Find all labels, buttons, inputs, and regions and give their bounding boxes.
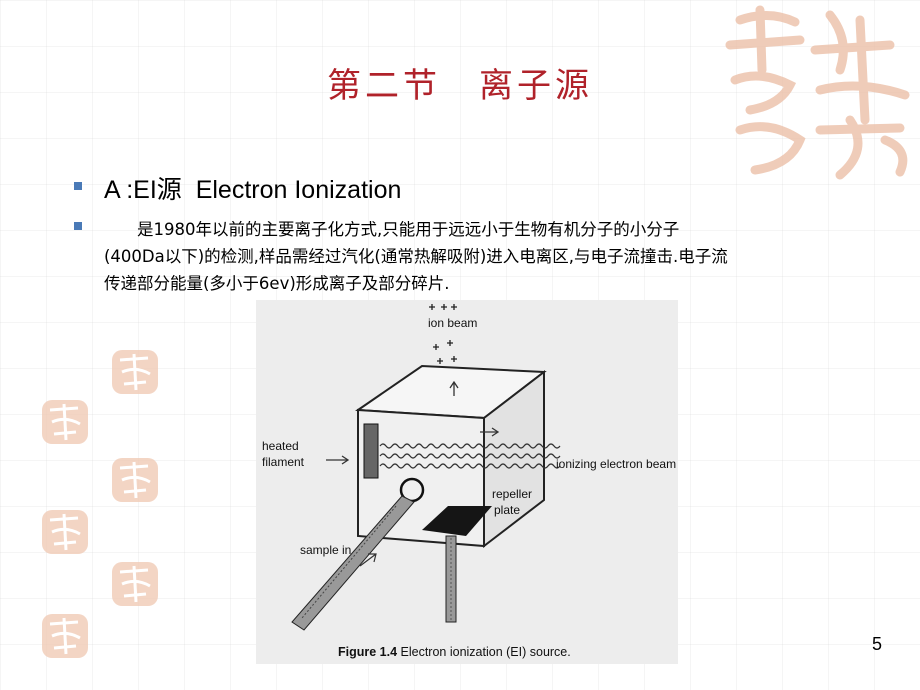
auspicious-seal-large-decoration bbox=[725, 5, 910, 180]
ei-source-diagram: ion beam bbox=[262, 304, 676, 659]
filament-block bbox=[363, 423, 379, 479]
slide-title: 第二节 离子源 bbox=[327, 66, 593, 106]
seal-decoration-6 bbox=[42, 614, 88, 658]
seal-decoration-5 bbox=[112, 562, 158, 606]
seal-decoration-2 bbox=[42, 400, 88, 444]
description-paragraph: 是1980年以前的主要离子化方式,只能用于远远小于生物有机分子的小分子 (400… bbox=[104, 216, 874, 297]
seal-decoration-3 bbox=[112, 458, 158, 502]
sample-probe-rod bbox=[291, 495, 415, 631]
paragraph-line-2: (400Da以下)的检测,样品需经过汽化(通常热解吸附)进入电离区,与电子流撞击… bbox=[104, 247, 728, 266]
figure-caption: Figure 1.4 Electron ionization (EI) sour… bbox=[338, 645, 571, 659]
seal-decoration-4 bbox=[42, 510, 88, 554]
electron-beam-waves bbox=[379, 443, 561, 469]
figure-caption-text: Electron ionization (EI) source. bbox=[397, 645, 571, 659]
section-heading: A :EI源 Electron Ionization bbox=[104, 176, 402, 204]
ion-beam-label: ion beam bbox=[428, 316, 477, 330]
sample-in-label: sample in bbox=[300, 543, 351, 557]
repeller-rod bbox=[445, 535, 457, 623]
filament-label: filament bbox=[262, 455, 305, 469]
sample-in-arrow bbox=[359, 553, 377, 567]
bullet-marker-1 bbox=[74, 182, 82, 190]
ionization-chamber bbox=[355, 364, 547, 549]
heated-label: heated bbox=[262, 439, 299, 453]
paragraph-line-1: 是1980年以前的主要离子化方式,只能用于远远小于生物有机分子的小分子 bbox=[104, 220, 680, 239]
repeller-plate bbox=[422, 506, 492, 536]
paragraph-line-3: 传递部分能量(多小于6ev)形成离子及部分碎片. bbox=[104, 274, 450, 293]
seal-decoration-1 bbox=[112, 350, 158, 394]
beam-direction-arrows bbox=[326, 380, 500, 465]
figure-caption-number: Figure 1.4 bbox=[338, 645, 397, 659]
page-number: 5 bbox=[871, 634, 882, 654]
bullet-marker-2 bbox=[74, 222, 82, 230]
ionizing-electron-beam-label: ionizing electron beam bbox=[556, 457, 676, 471]
plate-label: plate bbox=[494, 503, 520, 517]
ei-source-figure: ion beam bbox=[256, 300, 678, 664]
repeller-label: repeller bbox=[492, 487, 532, 501]
